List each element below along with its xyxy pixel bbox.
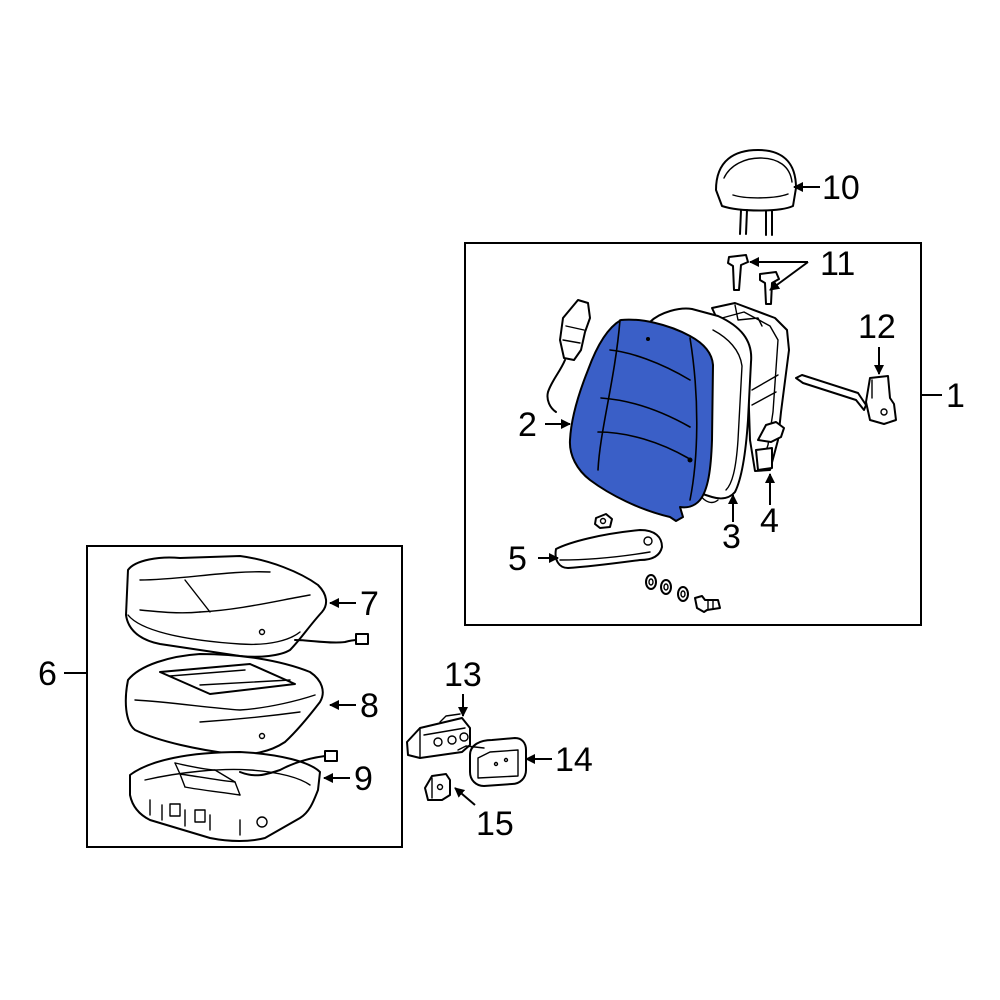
leader-15 [454, 787, 476, 806]
callout-10: 10 [822, 169, 860, 207]
small-switch-part[interactable] [424, 773, 451, 801]
callout-8: 8 [360, 687, 379, 725]
leader-11b [769, 261, 809, 291]
callout-7: 7 [360, 585, 379, 623]
callout-12: 12 [858, 308, 896, 346]
callout-15: 15 [476, 805, 514, 843]
recliner-part[interactable] [795, 374, 897, 425]
seat-cushion-pad-part[interactable] [124, 653, 324, 756]
headrest-part[interactable] [715, 149, 797, 236]
seatback-cover-part[interactable] [568, 318, 714, 522]
callout-2: 2 [518, 406, 537, 444]
callout-4: 4 [760, 502, 779, 540]
armrest-hardware[interactable] [594, 513, 721, 613]
seatback-group-box [464, 242, 922, 626]
seat-cushion-cover-part[interactable] [125, 555, 369, 658]
callout-14: 14 [555, 741, 593, 779]
callout-3: 3 [722, 518, 741, 556]
seat-switch-part[interactable] [406, 713, 471, 759]
seat-cushion-group-box [86, 545, 403, 848]
callout-6: 6 [38, 655, 57, 693]
callout-11: 11 [820, 245, 855, 283]
armrest-part[interactable] [554, 529, 663, 569]
switch-bezel-part[interactable] [457, 737, 527, 787]
callout-5: 5 [508, 540, 527, 578]
callout-13: 13 [444, 656, 482, 694]
lumbar-motor-part[interactable] [546, 299, 591, 413]
seat-cushion-frame-part[interactable] [129, 750, 338, 842]
callout-1: 1 [946, 377, 965, 415]
callout-9: 9 [354, 760, 373, 798]
